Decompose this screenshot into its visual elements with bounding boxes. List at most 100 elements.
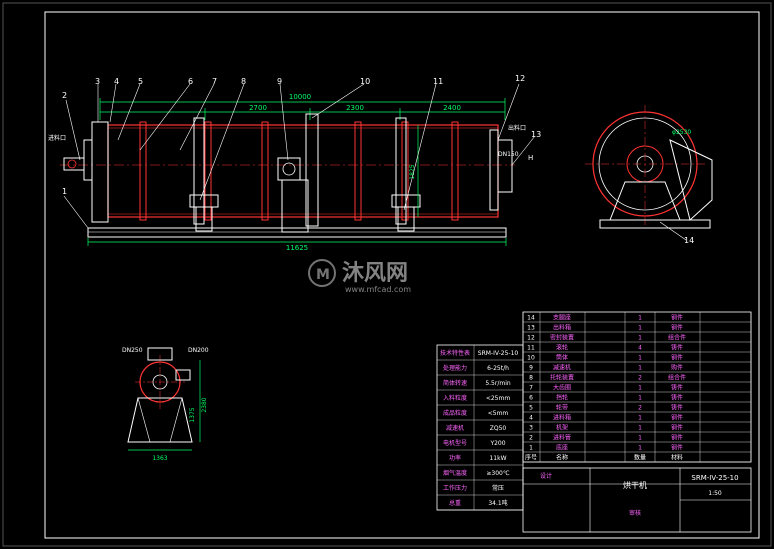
bom-cell: 1 xyxy=(638,395,642,402)
end-dim-height: 2380 xyxy=(201,397,208,412)
end-view-left: 1363 2380 1375 DN250 DN200 xyxy=(122,347,209,462)
bom-cell: 1 xyxy=(638,425,642,432)
bom-cell: 钢件 xyxy=(671,314,683,322)
reducer xyxy=(277,157,301,181)
spec-label: 烟气温度 xyxy=(443,469,467,477)
inlet-pipe xyxy=(63,157,85,171)
svg-text:M: M xyxy=(316,267,330,283)
bom-cell: 6 xyxy=(529,395,533,402)
bom-cell: 1 xyxy=(638,315,642,322)
inlet-label: 进料口 xyxy=(48,134,66,142)
spec-label: 工作压力 xyxy=(443,484,467,492)
bom-cell: 钢件 xyxy=(671,424,683,432)
bom-cell: 钢件 xyxy=(671,354,683,362)
bom-header: 序号 xyxy=(525,454,537,462)
spec-value: <25mm xyxy=(486,395,511,402)
callout-5: 5 xyxy=(138,77,143,86)
callout-13: 13 xyxy=(531,130,541,139)
watermark-url: www.mfcad.com xyxy=(345,285,411,294)
bom-cell: 购件 xyxy=(671,364,683,372)
dim-top-overall: 10000 xyxy=(289,93,311,101)
bom-cell: 钢件 xyxy=(671,414,683,422)
bom-cell: 1 xyxy=(638,445,642,452)
dim-shell-height: 1825 xyxy=(409,164,416,179)
bom-cell: 轮带 xyxy=(556,404,568,412)
bom-cell: 进料管 xyxy=(553,434,571,442)
bom-cell: 13 xyxy=(527,325,535,332)
spec-label: 减速机 xyxy=(446,424,464,432)
spec-value: 常压 xyxy=(492,484,504,492)
bom-cell: 1 xyxy=(529,445,533,452)
bom-cell: 14 xyxy=(527,315,535,322)
callout-11: 11 xyxy=(433,77,443,86)
bom-cell: 进料箱 xyxy=(553,414,571,422)
inner-frame xyxy=(44,11,760,539)
bom-cell: 铸件 xyxy=(671,404,683,412)
title-checker: 审核 xyxy=(629,509,641,517)
bom-cell: 4 xyxy=(529,415,533,422)
watermark-brand: 沐风网 xyxy=(342,261,408,286)
spec-value: 34.1吨 xyxy=(488,499,507,507)
bom-header: 材料 xyxy=(671,454,683,462)
bom-cell: 1 xyxy=(638,365,642,372)
watermark: M 沐风网 www.mfcad.com xyxy=(308,259,411,294)
callout-10: 10 xyxy=(360,77,370,86)
dim-side-radius: φ2530 xyxy=(672,129,691,136)
bom-cell: 1 xyxy=(638,335,642,342)
bom-cell: 底座 xyxy=(556,444,568,452)
title-name: 烘干机 xyxy=(623,480,647,490)
spec-value: 5.5r/min xyxy=(485,380,511,387)
bom-cell: 1 xyxy=(638,415,642,422)
end-dim-half: 1375 xyxy=(189,407,196,422)
bom-cell: 机架 xyxy=(556,424,568,432)
inlet-housing xyxy=(91,121,109,223)
bom-cell: 8 xyxy=(529,375,533,382)
end-dim-width: 1363 xyxy=(152,455,167,462)
drum-shell xyxy=(107,124,499,218)
title-scale: 1:50 xyxy=(708,490,722,497)
bom-cell: 3 xyxy=(529,425,533,432)
spec-model: SRM-IV-25-10 xyxy=(478,350,519,357)
bom-cell: 1 xyxy=(638,435,642,442)
bom-cell: 2 xyxy=(638,375,642,382)
bom-cell: 5 xyxy=(529,405,533,412)
dim-bottom-overall: 11625 xyxy=(286,244,308,252)
bom-cell: 2 xyxy=(638,405,642,412)
bom-cell: 出料箱 xyxy=(553,324,571,332)
spec-label: 处理能力 xyxy=(443,364,467,372)
spec-label: 功率 xyxy=(449,454,461,462)
bom-cell: 12 xyxy=(527,335,535,342)
spec-value: Y200 xyxy=(489,440,505,447)
bom-cell: 钢件 xyxy=(671,434,683,442)
callout-leaders xyxy=(63,83,687,241)
callout-3: 3 xyxy=(95,77,100,86)
outlet-housing xyxy=(497,139,513,193)
callout-6: 6 xyxy=(188,77,193,86)
bom-cell: 7 xyxy=(529,385,533,392)
bom-cell: 9 xyxy=(529,365,533,372)
base-frame xyxy=(87,227,507,238)
spec-value: 11kW xyxy=(489,455,506,462)
spec-label: 入料粒度 xyxy=(443,394,467,402)
dim-segment-c: 2400 xyxy=(443,104,461,112)
bom-cell: 铸件 xyxy=(671,384,683,392)
bom-cell: 1 xyxy=(638,355,642,362)
bom-cell: 挡轮 xyxy=(556,394,568,402)
tyre-ring-left xyxy=(193,117,205,225)
bom-cell: 10 xyxy=(527,355,535,362)
spec-label: 成品粒度 xyxy=(443,409,467,417)
h-mark: H xyxy=(528,154,533,162)
dim-segment-b: 2300 xyxy=(346,104,364,112)
bom-cell: 密封装置 xyxy=(550,334,574,342)
callout-numbers: 1 2 3 4 5 6 7 8 9 10 11 12 13 14 xyxy=(62,74,694,245)
bom-cell: 2 xyxy=(529,435,533,442)
bom-cell: 4 xyxy=(638,345,642,352)
bom-header: 数量 xyxy=(634,454,646,462)
spec-value: ≥300℃ xyxy=(486,470,509,477)
title-designer: 设计 xyxy=(540,472,552,480)
bom-cell: 11 xyxy=(527,345,535,352)
